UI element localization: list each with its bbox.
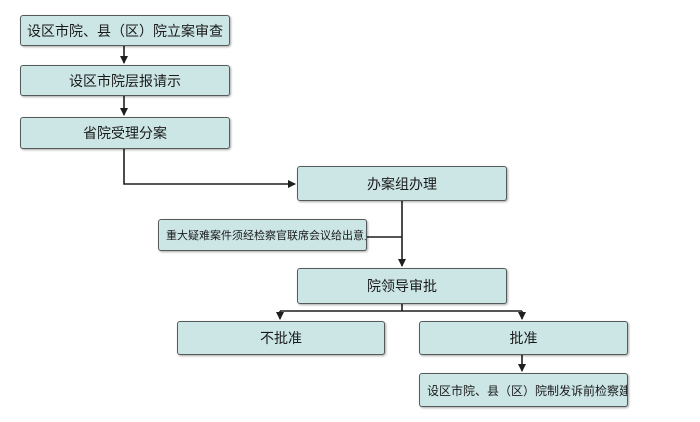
- node-leader-approval: 院领导审批: [297, 268, 507, 304]
- node-provincial-accept: 省院受理分案: [20, 117, 230, 149]
- node-suggestion: 设区市院、县（区）院制发诉前检察建议: [419, 373, 628, 407]
- node-case-team: 办案组办理: [297, 166, 507, 201]
- node-county-filing: 设区市院、县（区）院立案审查: [20, 15, 230, 46]
- node-joint-meeting: 重大疑难案件须经检察官联席会议给出意见: [158, 219, 367, 251]
- node-not-approved: 不批准: [177, 321, 385, 355]
- node-approved: 批准: [419, 321, 628, 355]
- arrow-accept-to-team: [123, 149, 296, 188]
- node-city-request: 设区市院层报请示: [20, 65, 230, 96]
